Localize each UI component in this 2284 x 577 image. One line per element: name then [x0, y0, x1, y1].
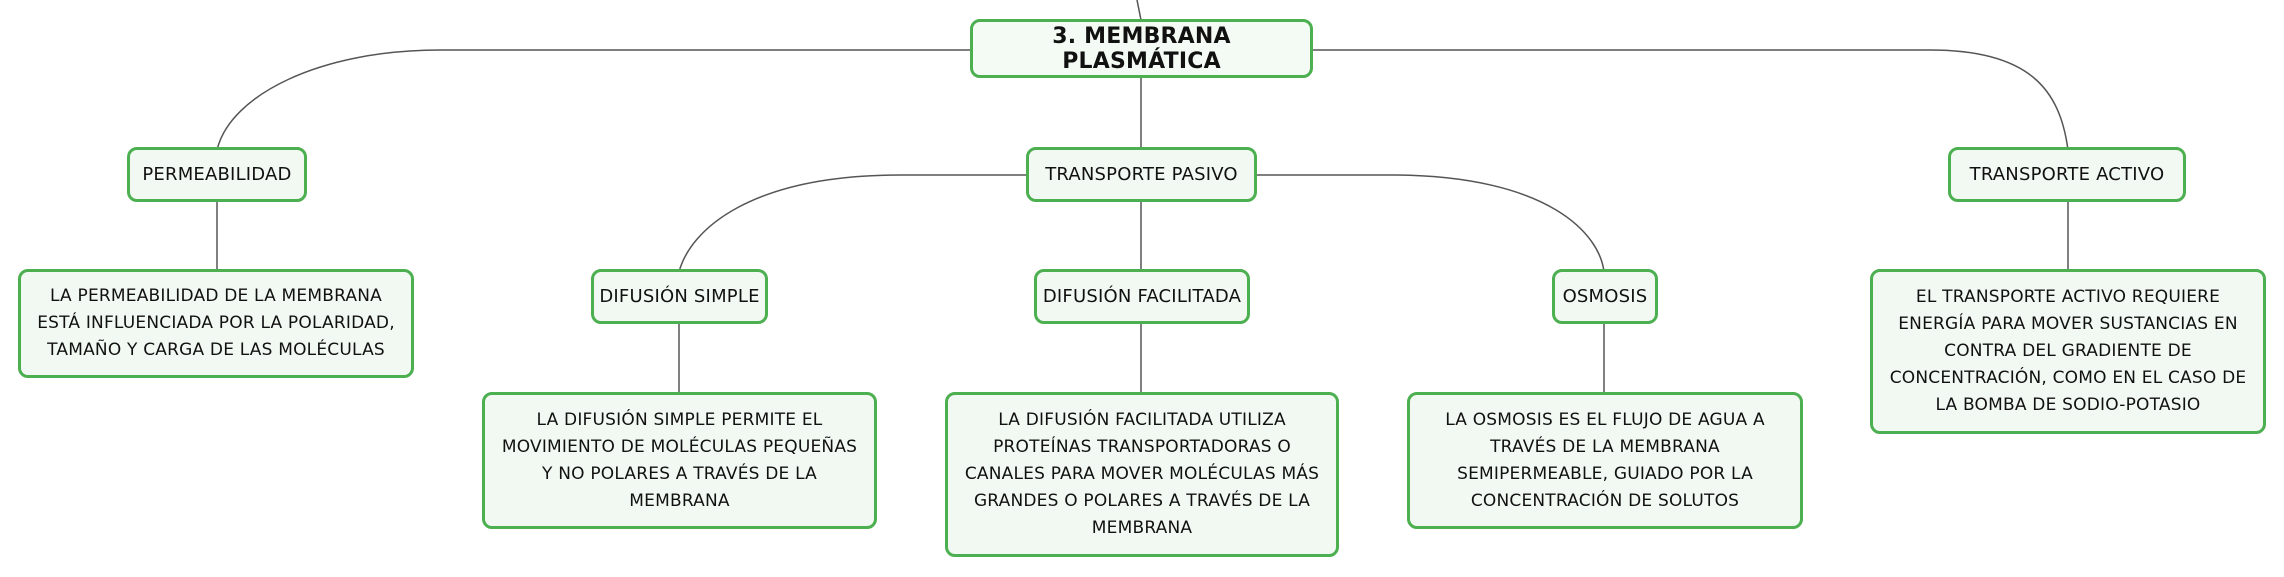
node-difusion-simple[interactable]: DIFUSIÓN SIMPLE	[591, 269, 768, 324]
connector-root-transporte-activo	[1313, 49, 2069, 151]
node-osmosis-detail[interactable]: LA OSMOSIS ES EL FLUJO DE AGUA A TRAVÉS …	[1407, 392, 1803, 529]
node-transporte-pasivo[interactable]: TRANSPORTE PASIVO	[1026, 147, 1257, 202]
node-difusion-simple-detail[interactable]: LA DIFUSIÓN SIMPLE PERMITE EL MOVIMIENTO…	[482, 392, 877, 529]
node-transporte-activo-detail[interactable]: EL TRANSPORTE ACTIVO REQUIERE ENERGÍA PA…	[1870, 269, 2266, 434]
connector-pasivo-osmosis	[1256, 174, 1605, 273]
node-osmosis[interactable]: OSMOSIS	[1552, 269, 1658, 324]
node-permeabilidad-detail-text: LA PERMEABILIDAD DE LA MEMBRANA ESTÁ INF…	[37, 286, 395, 360]
node-permeabilidad-detail[interactable]: LA PERMEABILIDAD DE LA MEMBRANA ESTÁ INF…	[18, 269, 414, 378]
node-difusion-simple-label: DIFUSIÓN SIMPLE	[599, 286, 760, 307]
node-osmosis-detail-text: LA OSMOSIS ES EL FLUJO DE AGUA A TRAVÉS …	[1445, 409, 1765, 511]
node-permeabilidad-label: PERMEABILIDAD	[142, 164, 292, 185]
node-difusion-facilitada-detail[interactable]: LA DIFUSIÓN FACILITADA UTILIZA PROTEÍNAS…	[945, 392, 1339, 557]
node-transporte-activo-detail-text: EL TRANSPORTE ACTIVO REQUIERE ENERGÍA PA…	[1889, 287, 2247, 415]
root-node-label: 3. MEMBRANA PLASMÁTICA	[1052, 23, 1231, 74]
node-difusion-facilitada[interactable]: DIFUSIÓN FACILITADA	[1034, 269, 1250, 324]
node-difusion-simple-detail-text: LA DIFUSIÓN SIMPLE PERMITE EL MOVIMIENTO…	[501, 409, 858, 511]
node-transporte-pasivo-label: TRANSPORTE PASIVO	[1045, 164, 1238, 185]
node-difusion-facilitada-detail-text: LA DIFUSIÓN FACILITADA UTILIZA PROTEÍNAS…	[964, 410, 1320, 538]
node-transporte-activo[interactable]: TRANSPORTE ACTIVO	[1948, 147, 2186, 202]
node-permeabilidad[interactable]: PERMEABILIDAD	[127, 147, 307, 202]
node-transporte-activo-label: TRANSPORTE ACTIVO	[1969, 164, 2165, 185]
node-osmosis-label: OSMOSIS	[1562, 286, 1648, 307]
connector-pasivo-difusion-simple	[678, 174, 1028, 273]
connector-root-permeabilidad	[216, 49, 970, 151]
node-difusion-facilitada-label: DIFUSIÓN FACILITADA	[1042, 286, 1242, 307]
connector-parent-root	[1136, 0, 1142, 21]
root-node-membrana-plasmatica[interactable]: 3. MEMBRANA PLASMÁTICA	[970, 19, 1313, 78]
